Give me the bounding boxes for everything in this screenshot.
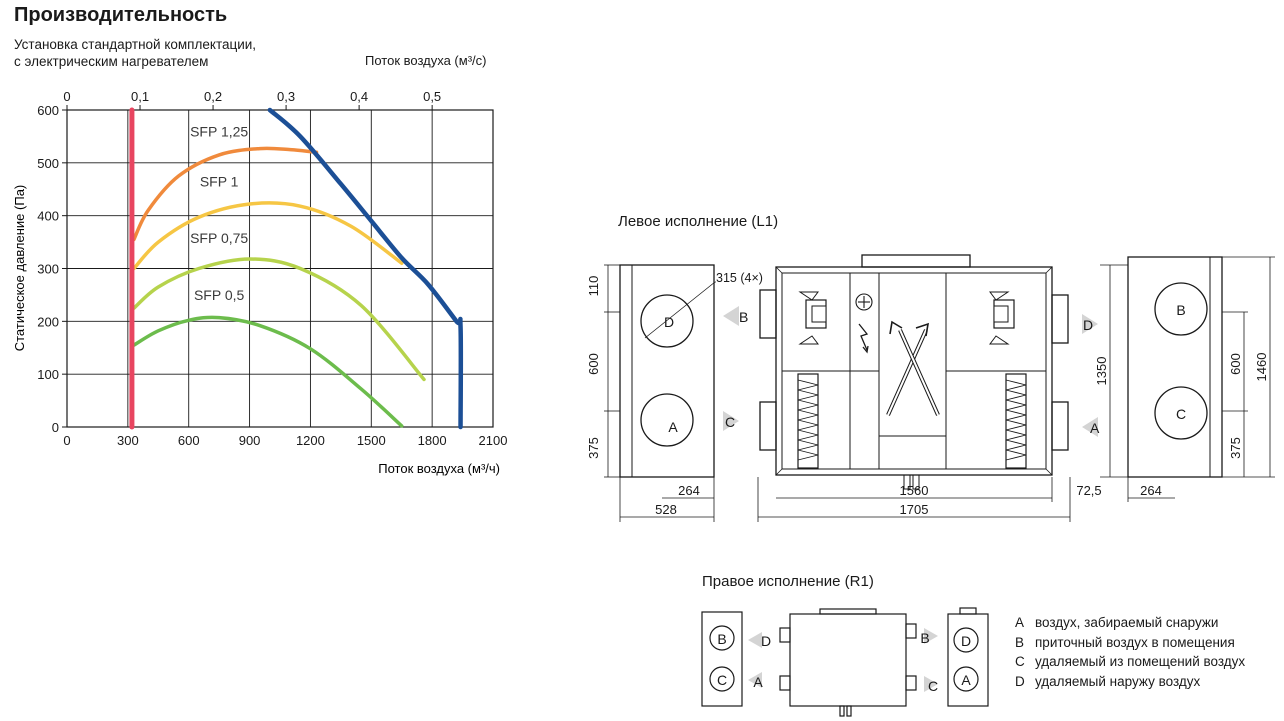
flow-arrows: [723, 306, 1098, 437]
dim-1350: 1350: [1094, 357, 1109, 386]
right-side-view: [1127, 256, 1223, 478]
chart-grid: [62, 105, 494, 428]
r1-flow-c: C: [928, 678, 938, 694]
series-label-0: SFP 1,25: [190, 123, 248, 139]
dimension-lines: [604, 256, 1275, 522]
right-version-diagram: B C D A B C D A: [701, 607, 989, 717]
y-axis-label: Статическое давление (Па): [12, 185, 27, 352]
arrow-d-right: [1082, 314, 1098, 334]
x2-tick-label: 0,4: [350, 89, 368, 104]
x-tick-label: 0: [63, 433, 70, 448]
x-tick-label: 2100: [479, 433, 508, 448]
dim-1705: 1705: [900, 502, 929, 517]
series-line-0: [132, 146, 319, 242]
right-port-c-label: C: [1176, 406, 1186, 422]
flow-a-label: A: [1090, 420, 1100, 436]
dim-600-right: 600: [1228, 353, 1243, 375]
dim-1560: 1560: [900, 483, 929, 498]
dim-264-right: 264: [1140, 483, 1162, 498]
dim-72-5: 72,5: [1076, 483, 1101, 498]
chart-ticks: 0 300 600 900 1200 1500 1800 2100 0 100 200 300 400 5…: [37, 89, 507, 448]
r1-left-c: C: [717, 672, 727, 688]
x2-tick-label: 0,5: [423, 89, 441, 104]
series-line-5: [267, 107, 464, 430]
y-tick-label: 300: [37, 262, 59, 277]
x2-tick-label: 0,1: [131, 89, 149, 104]
r1-right-a: A: [961, 672, 971, 688]
x-tick-label: 600: [178, 433, 200, 448]
left-side-view: [619, 264, 716, 478]
x2-tick-label: 0: [63, 89, 70, 104]
x-tick-label: 300: [117, 433, 139, 448]
right-port-b-label: B: [1176, 302, 1185, 318]
r1-flow-b: B: [920, 630, 929, 646]
x-tick-label: 1200: [296, 433, 325, 448]
dim-600: 600: [586, 353, 601, 375]
flow-c-label: C: [725, 414, 735, 430]
top-axis-title: Поток воздуха (м³/с): [365, 53, 487, 68]
dim-375: 375: [586, 437, 601, 459]
dim-375-right: 375: [1228, 437, 1243, 459]
arrow-b-left: [723, 306, 739, 326]
left-version-diagram: D A 315 (4×): [586, 254, 1275, 522]
chart-subtitle: Установка стандартной комплектации, с эл…: [14, 36, 256, 70]
x-tick-label: 1500: [357, 433, 386, 448]
y-tick-label: 100: [37, 367, 59, 382]
chart-series: [129, 107, 464, 430]
y-tick-label: 500: [37, 156, 59, 171]
series-label-2: SFP 0,75: [190, 230, 248, 246]
series-line-1: [132, 201, 404, 271]
r1-left-side-view: [701, 611, 743, 707]
dim-528: 528: [655, 502, 677, 517]
port-a-label: A: [668, 419, 678, 435]
port-d-circle: [640, 294, 694, 348]
performance-chart: 0 300 600 900 1200 1500 1800 2100 0 100 200 300 400 5…: [12, 89, 507, 476]
r1-main-body: [789, 613, 907, 707]
r1-left-b: B: [717, 631, 726, 647]
port-a-circle: [640, 393, 694, 447]
x2-tick-label: 0,3: [277, 89, 295, 104]
r1-flow-a: A: [753, 674, 763, 690]
subtitle-line-1: Установка стандартной комплектации,: [14, 37, 257, 52]
y-tick-label: 0: [52, 420, 59, 435]
flow-b-label: B: [739, 309, 748, 325]
x-tick-label: 900: [239, 433, 261, 448]
series-line-2: [132, 257, 426, 382]
left-version-title: Левое исполнение (L1): [618, 213, 779, 230]
arrow-c-left: [723, 411, 739, 431]
page-title: Производительность: [14, 4, 228, 26]
dim-315: 315 (4×): [716, 271, 763, 285]
r1-flow-d: D: [761, 633, 771, 649]
flow-d-label: D: [1083, 317, 1093, 333]
x2-tick-label: 0,2: [204, 89, 222, 104]
right-version-title: Правое исполнение (R1): [702, 573, 874, 590]
x-axis-label: Поток воздуха (м³/ч): [378, 461, 500, 476]
dim-264: 264: [678, 483, 700, 498]
dim-1460: 1460: [1254, 353, 1269, 382]
series-label-3: SFP 0,5: [194, 287, 245, 303]
series-line-3: [132, 315, 404, 428]
arrow-a-right: [1082, 417, 1098, 437]
y-tick-label: 200: [37, 314, 59, 329]
subtitle-line-2: с электрическим нагревателем: [14, 54, 209, 69]
y-tick-label: 400: [37, 209, 59, 224]
r1-right-d: D: [961, 633, 971, 649]
main-unit-body: [759, 254, 1069, 490]
port-d-label: D: [664, 314, 674, 330]
x-tick-label: 1800: [418, 433, 447, 448]
dim-110: 110: [586, 276, 601, 297]
series-label-1: SFP 1: [200, 174, 239, 190]
y-tick-label: 600: [37, 103, 59, 118]
